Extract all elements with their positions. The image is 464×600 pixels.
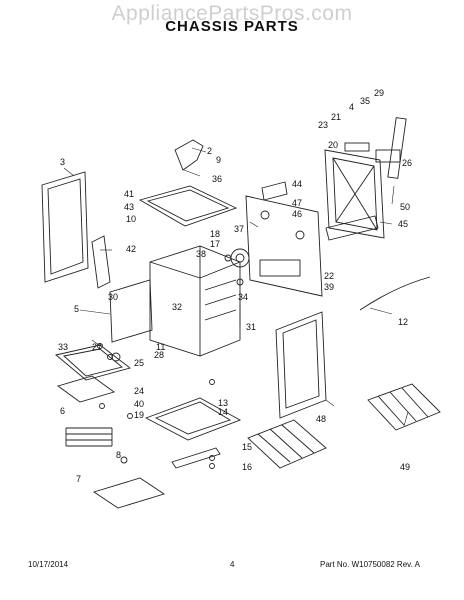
- callout-5: 5: [74, 304, 79, 314]
- callout-15: 15: [242, 442, 252, 452]
- callout-38: 38: [196, 249, 206, 259]
- part-26: [375, 149, 401, 163]
- callout-39: 39: [324, 282, 334, 292]
- screw-40: [99, 403, 105, 409]
- wire-12: [359, 276, 431, 311]
- callout-35: 35: [360, 96, 370, 106]
- screw-16: [209, 463, 215, 469]
- callout-24: 24: [134, 386, 144, 396]
- screw-25: [111, 352, 121, 362]
- screw-23c: [209, 455, 215, 461]
- callout-12: 12: [398, 317, 408, 327]
- callout-30: 30: [108, 292, 118, 302]
- callout-36: 36: [212, 174, 222, 184]
- bracket-50: [387, 117, 407, 179]
- screw-23b: [209, 379, 215, 385]
- tray-33: [55, 344, 131, 381]
- screw-34: [236, 278, 244, 286]
- knob-38: [224, 254, 232, 262]
- callout-9: 9: [216, 155, 221, 165]
- callout-40: 40: [134, 399, 144, 409]
- callout-17: 17: [210, 239, 220, 249]
- callout-23: 23: [318, 120, 328, 130]
- bar-15: [171, 447, 221, 469]
- page-title: CHASSIS PARTS: [165, 18, 299, 35]
- bracket-9: [174, 139, 204, 171]
- oven-cavity: [149, 245, 241, 357]
- callout-25: 25: [134, 358, 144, 368]
- callout-42: 42: [126, 244, 136, 254]
- rack-49: [367, 383, 441, 431]
- footer-date: 10/17/2014: [28, 560, 69, 569]
- callout-32: 32: [172, 302, 182, 312]
- callout-27: 27: [92, 342, 102, 352]
- callout-11: 11: [156, 342, 165, 352]
- door-frame-right: [275, 311, 327, 419]
- callout-26: 26: [402, 158, 412, 168]
- callout-13: 13: [218, 398, 228, 408]
- callout-22: 22: [324, 271, 334, 281]
- top-panel: [138, 185, 238, 227]
- rear-panel: [245, 195, 323, 297]
- callout-7: 7: [76, 474, 81, 484]
- callout-10: 10: [126, 214, 136, 224]
- callout-14: 14: [218, 407, 228, 417]
- callout-20: 20: [328, 140, 338, 150]
- rack-48: [247, 419, 327, 469]
- callout-29: 29: [374, 88, 384, 98]
- vent-44: [261, 181, 288, 201]
- callout-34: 34: [238, 292, 248, 302]
- door-frame-left: [41, 171, 89, 283]
- callout-18: 18: [210, 229, 220, 239]
- screw-27: [107, 354, 113, 360]
- callout-16: 16: [242, 462, 252, 472]
- callout-41: 41: [124, 189, 134, 199]
- part-20: [344, 142, 370, 152]
- footer-part-no: Part No. W10750082 Rev. A: [320, 560, 420, 569]
- callout-47: 47: [292, 198, 302, 208]
- drawer-pan: [144, 397, 242, 441]
- callout-33: 33: [58, 342, 68, 352]
- callout-44: 44: [292, 179, 302, 189]
- callout-6: 6: [60, 406, 65, 416]
- bake-element: [65, 427, 113, 447]
- callout-43: 43: [124, 202, 134, 212]
- callout-45: 45: [398, 219, 408, 229]
- element-45: [325, 215, 379, 241]
- screw-23: [97, 343, 103, 349]
- callout-3: 3: [60, 157, 65, 167]
- tray-7: [92, 477, 166, 509]
- callout-48: 48: [316, 414, 326, 424]
- callout-50: 50: [400, 202, 410, 212]
- callout-21: 21: [331, 112, 341, 122]
- element-24: [56, 375, 116, 403]
- screw-8: [120, 456, 128, 464]
- callout-2: 2: [207, 146, 212, 156]
- watermark: AppliancePartsPros.com: [111, 2, 353, 25]
- callout-46: 46: [292, 209, 302, 219]
- callout-19: 19: [134, 410, 144, 420]
- callout-28: 28: [154, 350, 164, 360]
- callout-8: 8: [116, 450, 121, 460]
- back-panel: [324, 149, 385, 239]
- side-panel: [91, 235, 111, 289]
- callout-49: 49: [400, 462, 410, 472]
- front-panel: [109, 279, 153, 343]
- callout-4: 4: [349, 102, 354, 112]
- footer-page: 4: [230, 560, 235, 569]
- callout-31: 31: [246, 322, 256, 332]
- screw-19: [127, 413, 133, 419]
- callout-37: 37: [234, 224, 244, 234]
